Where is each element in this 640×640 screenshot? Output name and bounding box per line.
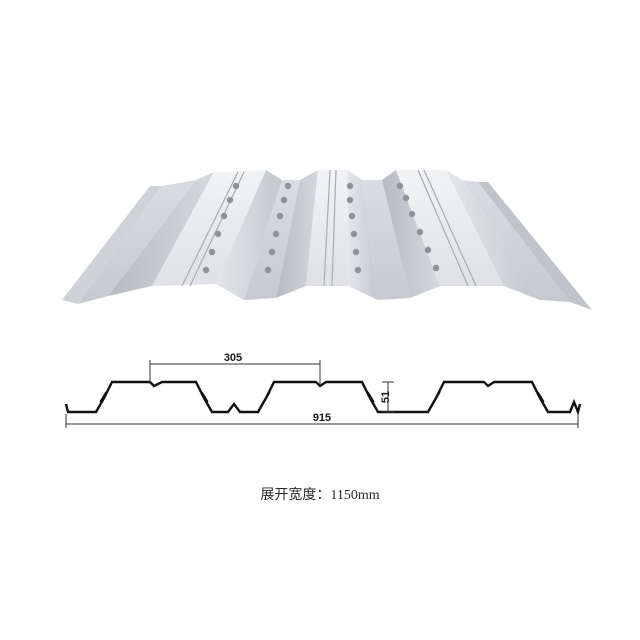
sheet-left-flat bbox=[78, 180, 196, 304]
profile-cross-section: 305 51 915 bbox=[64, 352, 582, 428]
profile-slope-ticks bbox=[99, 391, 545, 403]
rib-3-left-slope bbox=[382, 170, 440, 298]
dimension-cover-width bbox=[65, 414, 579, 428]
stiffener-grooves bbox=[181, 169, 477, 287]
sheet-right-edge bbox=[478, 182, 592, 310]
dimension-rib-pitch-label: 305 bbox=[224, 352, 242, 364]
deck-sheet-illustration bbox=[62, 169, 592, 310]
valley-2 bbox=[362, 180, 410, 300]
valley-1 bbox=[244, 180, 300, 300]
embossed-dimples bbox=[202, 182, 440, 274]
sheet-left-edge bbox=[62, 186, 162, 304]
dimension-rib-height-label: 51 bbox=[380, 391, 392, 403]
dimension-rib-pitch bbox=[149, 360, 321, 384]
sheet-right-flat bbox=[462, 180, 570, 302]
rib-1-right-slope bbox=[216, 170, 282, 300]
rib-1-top bbox=[152, 170, 266, 286]
rib-2-right-slope bbox=[348, 170, 378, 300]
rib-3-right-slope bbox=[446, 170, 540, 300]
dimension-cover-width-label: 915 bbox=[313, 412, 331, 424]
profile-outline bbox=[64, 380, 582, 416]
rib-2-left-slope bbox=[276, 170, 318, 298]
dimension-rib-height bbox=[382, 381, 394, 413]
rib-1-left-slope bbox=[108, 172, 214, 296]
unfolded-width-caption: 展开宽度：1150mm bbox=[260, 488, 380, 503]
